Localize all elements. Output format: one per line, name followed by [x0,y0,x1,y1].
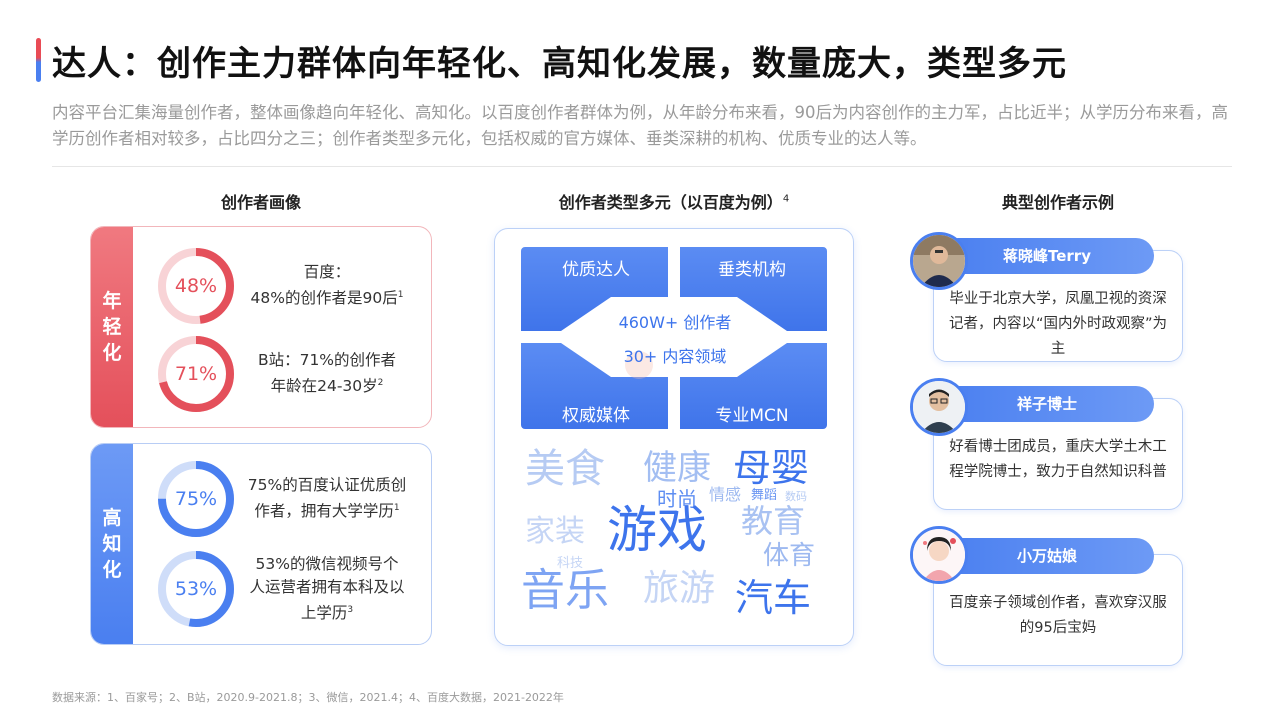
stat-line: B站：71%的创作者 [257,351,397,370]
quadrant-label: 优质达人 [562,260,630,280]
footnote-ref: 1 [397,290,404,301]
panel-educated: 高知化 75% 75%的百度认证优质创 作者，拥有大学学历1 53% 53%的微… [90,443,432,645]
progress-ring [158,461,234,537]
column-title-types-text: 创作者类型多元（以百度为例） [558,193,783,212]
domain-count: 30+ 内容领域 [623,347,727,366]
stat-line-text: 年龄在24-30岁 [270,377,378,396]
footnote-ref: 3 [347,604,354,615]
percent-label: 48% [174,275,218,297]
percent-label: 53% [174,578,218,600]
stat-row: 53% 53%的微信视频号个 人运营者拥有本科及以 上学历3 [157,550,427,628]
percent-label: 71% [174,363,218,385]
word-cloud-item: 舞蹈 [751,488,778,503]
stat-text: 53%的微信视频号个 人运营者拥有本科及以 上学历3 [227,550,427,628]
person-icon [913,381,965,433]
footnote-ref: 2 [377,378,384,389]
avatar [910,378,968,436]
stat-text: B站：71%的创作者 年龄在24-30岁2 [227,335,427,413]
example-desc: 百度亲子领域创作者，喜欢穿汉服的95后宝妈 [949,595,1167,636]
word-cloud-item: 体育 [763,541,816,571]
avatar [910,526,968,584]
stat-row: 48% 百度： 48%的创作者是90后1 [157,247,427,325]
stat-line-text: 上学历 [300,604,348,623]
word-cloud-item: 音乐 [521,565,609,616]
creator-count: 460W+ 创作者 [618,313,732,332]
watermark-shape [625,351,653,379]
divider [52,166,1232,167]
stat-row: 71% B站：71%的创作者 年龄在24-30岁2 [157,335,427,413]
word-cloud-item: 汽车 [735,576,812,620]
tab-educated: 高知化 [91,444,133,644]
data-source-footnote: 数据来源：1、百家号；2、B站，2020.9-2021.8；3、微信，2021.… [52,691,564,704]
quadrant-graphic [521,247,827,429]
creator-types-panel: 优质达人 垂类机构 权威媒体 专业MCN 460W+ 创作者 30+ 内容领域 … [494,228,854,646]
example-desc: 毕业于北京大学，凤凰卫视的资深记者，内容以“国内外时政观察”为主 [948,291,1168,357]
example-desc: 好看博士团成员，重庆大学土木工程学院博士，致力于自然知识科普 [949,439,1167,480]
progress-ring [158,248,234,324]
progress-ring [158,551,234,627]
word-cloud-item: 健康 [643,448,711,488]
intro-paragraph: 内容平台汇集海量创作者，整体画像趋向年轻化、高知化。以百度创作者群体为例，从年龄… [52,103,1228,148]
footnote-ref: 4 [782,193,790,205]
word-cloud-item: 家装 [525,514,585,549]
progress-ring [158,336,234,412]
stat-line: 上学历3 [301,599,353,625]
column-title-types: 创作者类型多元（以百度为例）4 [494,189,854,213]
word-cloud-item: 科技 [557,556,584,571]
word-cloud-item: 美食 [525,446,605,492]
tab-young: 年轻化 [91,227,133,427]
stat-line: 人运营者拥有本科及以 [249,577,405,596]
quadrant-top-left [521,247,668,331]
word-cloud-item: 时尚 [657,487,697,511]
tab-educated-label: 高知化 [102,507,122,581]
page-title: 达人：创作主力群体向年轻化、高知化发展，数量庞大，类型多元 [52,44,1067,84]
word-cloud-item: 旅游 [643,568,716,609]
title-accent-bar [36,38,41,82]
word-cloud-item: 数码 [785,490,807,503]
quadrant-bottom-left [521,343,668,429]
percent-label: 75% [174,488,218,510]
stat-line: 75%的百度认证优质创 [247,476,407,495]
person-icon [913,529,965,581]
stat-row: 75% 75%的百度认证优质创 作者，拥有大学学历1 [157,460,427,538]
stat-line-text: 48%的创作者是90后 [250,289,398,308]
person-icon [913,235,965,287]
stat-line-text: 作者，拥有大学学历 [254,502,394,521]
quadrant-label: 垂类机构 [718,260,786,280]
quadrant-label: 权威媒体 [562,406,630,426]
example-name: 祥子博士 [940,386,1154,422]
stat-line: 48%的创作者是90后1 [251,284,404,310]
quadrant-top-right [680,247,827,331]
stat-line: 年龄在24-30岁2 [271,372,384,398]
example-name: 小万姑娘 [940,538,1154,574]
stat-text: 百度： 48%的创作者是90后1 [227,247,427,325]
word-cloud-item: 教育 [741,502,806,540]
column-title-portrait: 创作者画像 [220,193,301,212]
stat-text: 75%的百度认证优质创 作者，拥有大学学历1 [227,460,427,538]
word-cloud-item: 母婴 [733,446,810,490]
word-cloud-item: 游戏 [607,501,707,559]
tab-young-label: 年轻化 [102,290,122,364]
avatar [910,232,968,290]
panel-young: 年轻化 48% 百度： 48%的创作者是90后1 71% B站：71%的创作者 … [90,226,432,428]
quadrant-label: 专业MCN [715,406,789,426]
quadrant-bottom-right [680,343,827,429]
stat-line: 作者，拥有大学学历1 [254,497,399,523]
word-cloud-item: 情感 [709,485,742,504]
stat-line: 百度： [303,263,351,282]
footnote-ref: 1 [393,503,400,514]
column-title-examples: 典型创作者示例 [1001,193,1114,212]
example-name: 蒋晓峰Terry [940,238,1154,274]
stat-line: 53%的微信视频号个 [255,554,399,573]
